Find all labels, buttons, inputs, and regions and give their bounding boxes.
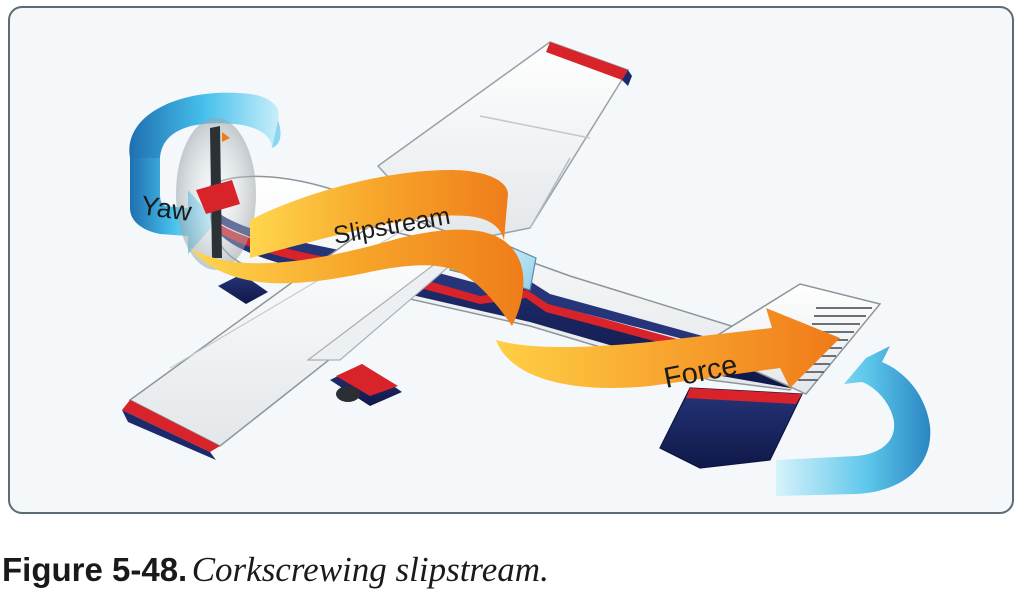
airplane-diagram: Yaw Slipstream Force <box>122 41 931 496</box>
yaw-label: Yaw <box>139 190 194 227</box>
slipstream-arrow <box>190 170 524 326</box>
propeller <box>176 118 256 270</box>
caption-text: Corkscrewing slipstream. <box>191 550 549 589</box>
lower-wing <box>122 225 470 460</box>
landing-gear <box>218 274 402 406</box>
tail-rotation-arrow <box>776 346 931 496</box>
force-arrow <box>496 308 840 389</box>
caption-number: Figure 5-48. <box>2 551 188 588</box>
figure-frame: Yaw Slipstream Force <box>8 6 1014 514</box>
figure-caption: Figure 5-48. Corkscrewing slipstream. <box>2 548 549 592</box>
